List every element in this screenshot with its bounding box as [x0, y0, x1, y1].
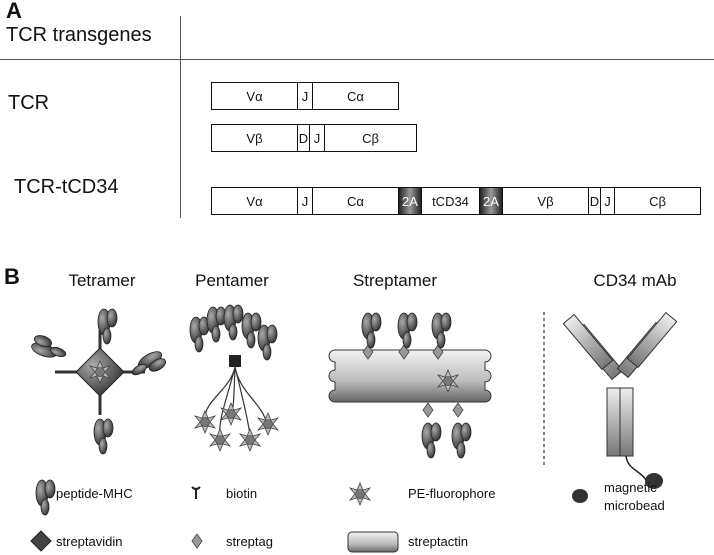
panel-b-letter: B: [4, 264, 20, 289]
segment-c-alpha: Cα: [313, 188, 399, 214]
title-streptamer: Streptamer: [352, 271, 438, 290]
legend-streptag-label: streptag: [226, 534, 273, 549]
legend-biotin-icon: [191, 486, 201, 499]
legend-microbead-label-1: magnetic: [604, 480, 657, 495]
segment-d: D: [589, 188, 601, 214]
segment-2a: 2A: [480, 188, 503, 214]
vertical-divider: [180, 16, 181, 218]
segment-v-beta: Vβ: [503, 188, 589, 214]
row-label-tcr: TCR: [8, 92, 50, 114]
segment-c-alpha: Cα: [347, 88, 364, 104]
segment-v-alpha: Vα: [212, 83, 298, 109]
legend-streptactin-label: streptactin: [408, 534, 468, 549]
title-pentamer: Pentamer: [195, 271, 269, 290]
segment-d: D: [298, 125, 310, 151]
segment-j: J: [298, 83, 313, 109]
gene-tcr-tcd34: Vα J Cα 2A tCD34 2A Vβ D J Cβ: [211, 187, 701, 215]
tetramer-diagram: [29, 308, 169, 455]
gene-tcr-alpha: Vα J Cα: [211, 82, 399, 110]
segment-j: J: [298, 188, 313, 214]
cd34-antibody-diagram: [562, 311, 678, 489]
legend-streptag-icon: [191, 533, 203, 549]
segment-c-beta: Cβ: [362, 130, 379, 146]
legend-peptide-mhc-icon: [35, 479, 56, 516]
segment-tcd34: tCD34: [422, 188, 480, 214]
horizontal-divider: [0, 59, 714, 60]
segment-2a: 2A: [399, 188, 422, 214]
legend-streptavidin-icon: [30, 530, 52, 552]
legend-peptide-mhc-label: peptide-MHC: [56, 486, 133, 501]
pentamer-diagram: [189, 304, 279, 452]
title-cd34-mab: CD34 mAb: [593, 271, 677, 290]
legend-streptactin-icon: [347, 531, 399, 553]
segment-v-alpha: Vα: [212, 188, 298, 214]
segment-j: J: [601, 188, 615, 214]
segment-j: J: [310, 125, 325, 151]
legend-microbead-icon: [572, 489, 588, 503]
legend-icons: [30, 479, 588, 553]
gene-tcr-beta: Vβ D J Cβ: [211, 124, 417, 152]
row-label-tcr-tcd34: TCR-tCD34: [14, 176, 119, 198]
legend-biotin-label: biotin: [226, 486, 258, 501]
streptamer-diagram: [328, 312, 492, 459]
legend-pe-label: PE-fluorophore: [408, 486, 496, 501]
panel-a-header: TCR transgenes: [6, 24, 152, 46]
legend-streptavidin-label: streptavidin: [56, 534, 123, 549]
legend-pe-icon: [349, 482, 371, 506]
segment-v-beta: Vβ: [212, 125, 298, 151]
segment-c-beta: Cβ: [649, 193, 666, 209]
title-tetramer: Tetramer: [68, 271, 136, 290]
panel-a-letter: A: [6, 0, 22, 23]
legend-microbead-label-2: microbead: [604, 498, 665, 513]
